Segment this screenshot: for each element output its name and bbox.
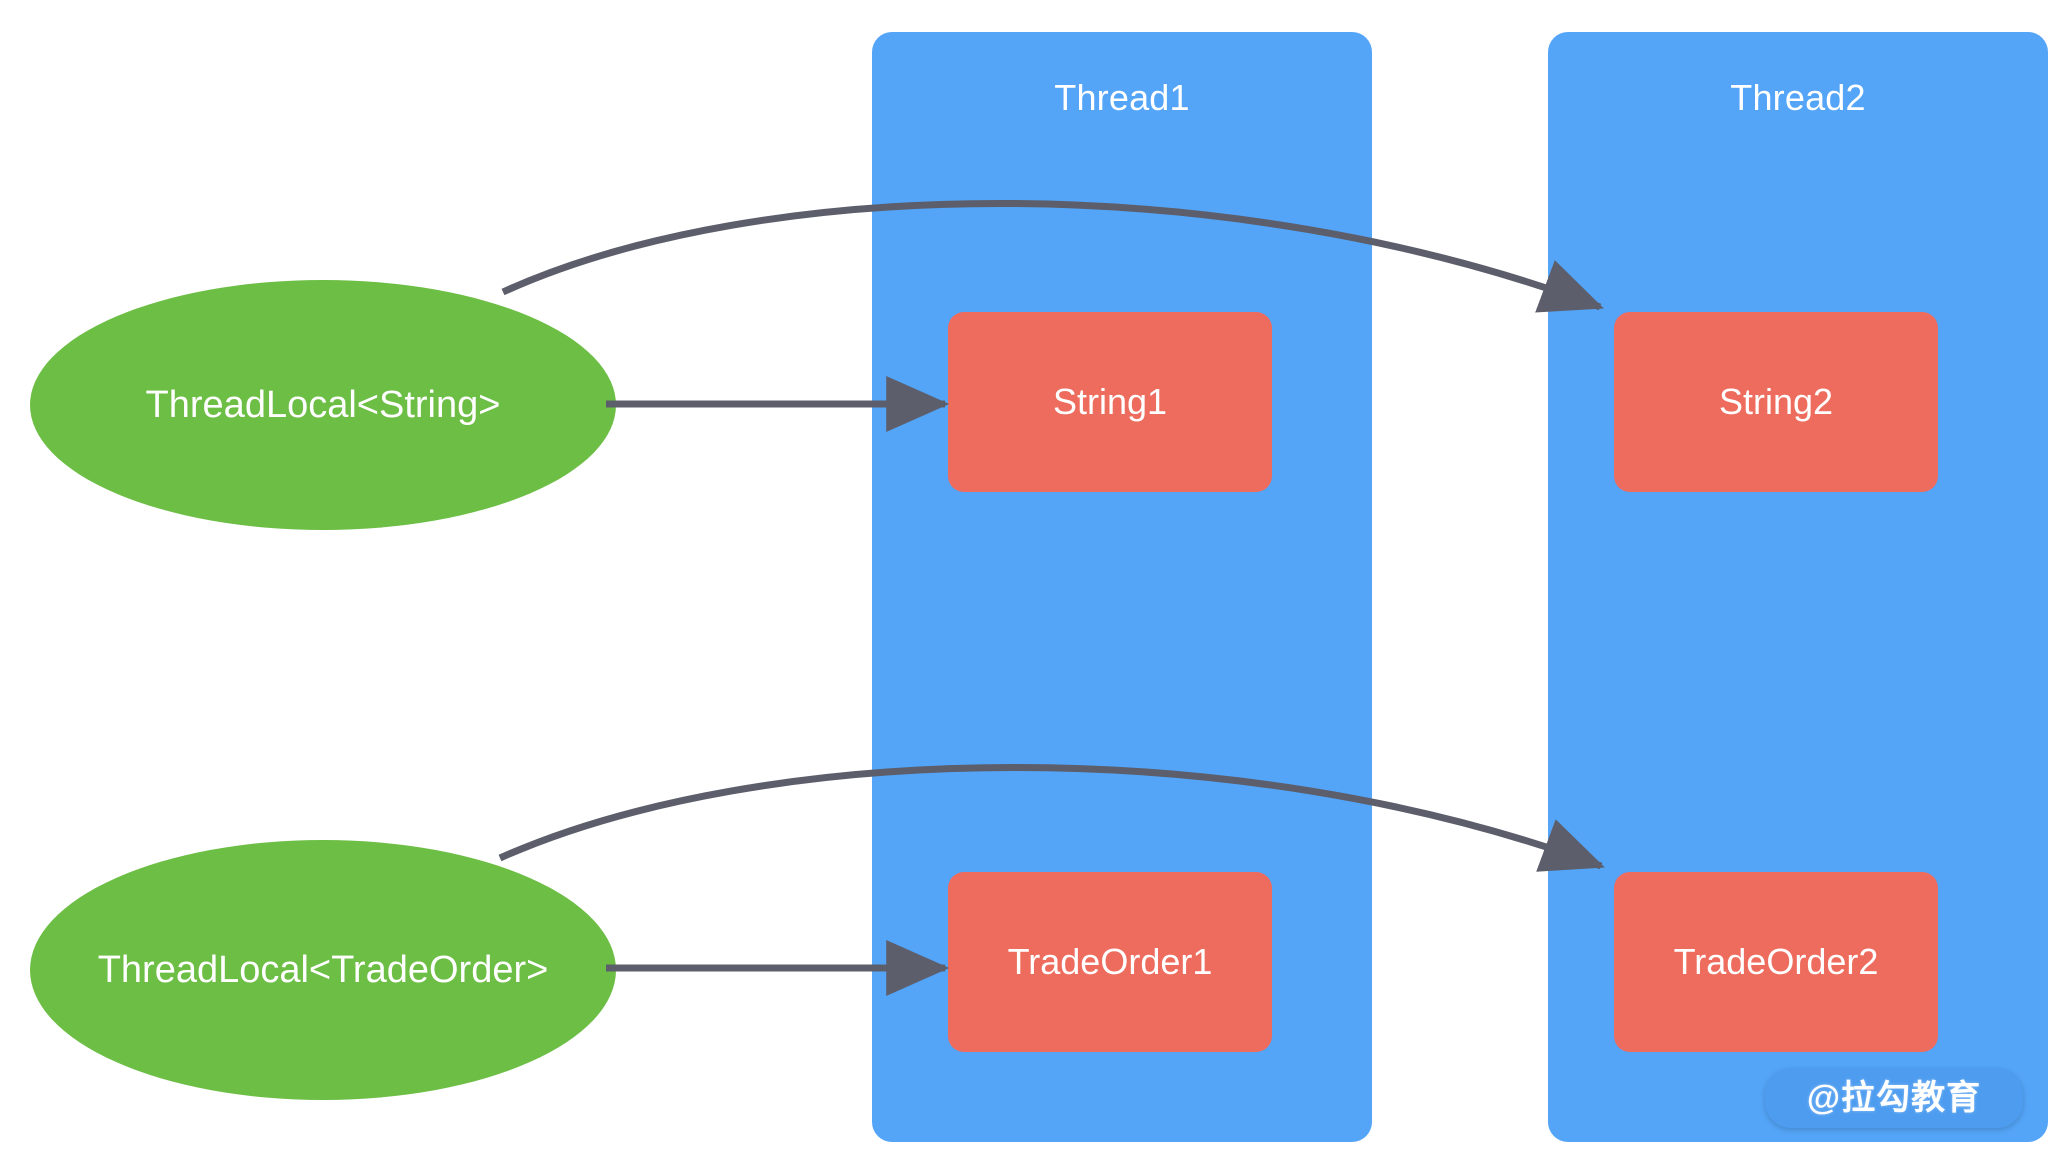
value-box-tradeorder1: TradeOrder1 bbox=[948, 872, 1272, 1052]
value-box-tradeorder2: TradeOrder2 bbox=[1614, 872, 1938, 1052]
value-box-label-tradeorder2: TradeOrder2 bbox=[1673, 941, 1879, 982]
value-box-label-string1: String1 bbox=[1052, 381, 1168, 422]
threadlocal-node-string: ThreadLocal<String> bbox=[30, 280, 616, 530]
value-box-label-string2: String2 bbox=[1718, 381, 1834, 422]
watermark-badge: @拉勾教育 bbox=[1765, 1068, 2023, 1128]
threadlocal-node-tradeorder: ThreadLocal<TradeOrder> bbox=[30, 840, 616, 1100]
threadlocal-label-tradeorder: ThreadLocal<TradeOrder> bbox=[97, 949, 549, 991]
value-box-label-tradeorder1: TradeOrder1 bbox=[1007, 941, 1213, 982]
thread-panel-label-thread1: Thread1 bbox=[1054, 77, 1190, 118]
value-box-string2: String2 bbox=[1614, 312, 1938, 492]
watermark-text: @拉勾教育 bbox=[1806, 1079, 1982, 1117]
thread-panel-label-thread2: Thread2 bbox=[1730, 77, 1866, 118]
threadlocal-label-string: ThreadLocal<String> bbox=[145, 384, 501, 426]
value-box-string1: String1 bbox=[948, 312, 1272, 492]
